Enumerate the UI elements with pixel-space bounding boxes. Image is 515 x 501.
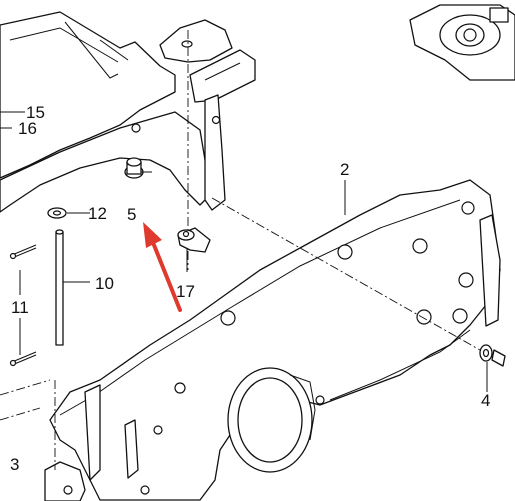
clamp-part-17 [177, 227, 211, 253]
bolt-part-4 [479, 344, 506, 367]
red-arrow [143, 222, 182, 312]
upper-bracket [159, 19, 256, 211]
pin-part-10 [55, 229, 64, 346]
callout-4: 4 [481, 391, 490, 410]
callout-12: 12 [88, 204, 107, 223]
callout-2: 2 [340, 160, 349, 179]
callout-15: 15 [26, 103, 45, 122]
callout-3: 3 [10, 455, 19, 474]
callout-labels: 15 16 2 12 5 10 11 17 4 3 [10, 103, 490, 474]
leader-lines [0, 111, 488, 392]
callout-10: 10 [95, 274, 114, 293]
roller-assembly [409, 4, 515, 81]
callout-5: 5 [127, 205, 136, 224]
callout-17: 17 [176, 282, 195, 301]
washer-part-12 [47, 207, 80, 219]
callout-11: 11 [11, 298, 29, 317]
main-side-plate [49, 179, 501, 501]
lower-left-bracket [44, 384, 139, 501]
callout-16: 16 [18, 119, 37, 138]
cotter-pins-part-11 [9, 244, 37, 367]
bolt-part-5 [124, 157, 152, 179]
